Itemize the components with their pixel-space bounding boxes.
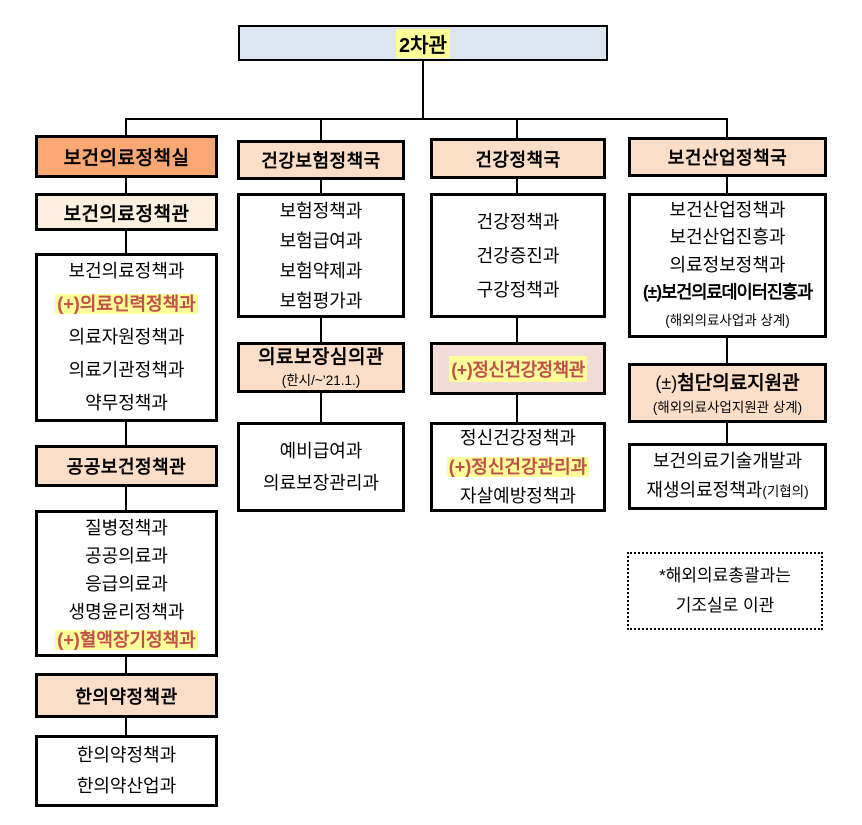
- bureau-label: 한의약정책관: [75, 686, 178, 707]
- dept-list-box: 건강정책과 건강증진과 구강정책과: [430, 193, 606, 318]
- connector: [125, 422, 127, 445]
- connector: [320, 180, 322, 193]
- bureau-box-public-health-policy: 공공보건정책관: [35, 445, 218, 487]
- dept-item: 보건산업정책과: [669, 199, 786, 220]
- dept-item: 보건산업진흥과: [669, 227, 786, 248]
- connector: [516, 318, 518, 342]
- connector-drop-col4: [726, 118, 728, 137]
- dept-item: 건강정책과: [476, 211, 560, 232]
- dept-item-note: (해외의료사업과 상계): [665, 312, 790, 328]
- dept-item: 질병정책과: [85, 517, 168, 538]
- office-label: 보건의료정책실: [63, 148, 190, 169]
- connector: [726, 338, 728, 363]
- connector: [125, 231, 127, 253]
- connector-horizontal-bar: [125, 118, 727, 120]
- dept-list-box: 질병정책과 공공의료과 응급의료과 생명윤리정책과 (+)혈액장기정책과: [35, 510, 218, 657]
- dept-item-new: (+)혈액장기정책과: [55, 629, 198, 650]
- dept-item-new: (+)정신건강관리과: [446, 456, 590, 477]
- dept-list-box: 정신건강정책과 (+)정신건강관리과 자살예방정책과: [430, 422, 606, 512]
- connector: [125, 487, 127, 510]
- bureau-box-health-policy: 건강정책국: [430, 138, 606, 179]
- connector: [320, 393, 322, 422]
- note-line: *해외의료총괄과는: [659, 566, 791, 585]
- dept-item: 약무정책과: [85, 393, 168, 413]
- bureau-box-medical-security-review: 의료보장심의관 (한시/~’21.1.): [237, 342, 405, 393]
- dept-list-box: 예비급여과 의료보장관리과: [237, 422, 405, 512]
- note-box: *해외의료총괄과는 기조실로 이관: [627, 552, 823, 630]
- dept-list-box: 보건산업정책과 보건산업진흥과 의료정보정책과 (±)보건의료데이터진흥과 (해…: [628, 193, 827, 338]
- dept-list-box: 보험정책과 보험급여과 보험약제과 보험평가과: [237, 193, 405, 318]
- bureau-box-health-industry-policy: 보건산업정책국: [628, 137, 827, 177]
- bureau-box-advanced-medical-support: (±)첨단의료지원관 (해외의료사업지원관 상계): [628, 363, 827, 423]
- dept-item: 구강정책과: [476, 279, 560, 300]
- connector: [726, 177, 728, 193]
- bureau-label: 보건의료정책관: [63, 203, 190, 225]
- dept-item: 보험급여과: [279, 230, 363, 251]
- bureau-box-health-medical-policy-bureau: 보건의료정책관: [35, 193, 218, 231]
- bureau-label: 보건산업정책국: [667, 148, 788, 168]
- bureau-label: (+)정신건강정책관: [449, 355, 587, 382]
- connector-drop-col2: [320, 118, 322, 140]
- bureau-box-health-insurance-policy: 건강보험정책국: [237, 140, 405, 180]
- bureau-label: 건강정책국: [475, 149, 561, 170]
- dept-item: 보험평가과: [279, 290, 363, 311]
- bureau-label: 건강보험정책국: [261, 151, 381, 171]
- dept-item: 보험정책과: [279, 200, 363, 221]
- dept-item: 재생의료정책과(기협의): [646, 480, 809, 500]
- dept-item: 보험약제과: [279, 260, 363, 281]
- bureau-sublabel: (한시/~’21.1.): [281, 372, 361, 388]
- root-box-vice-minister: 2차관: [238, 25, 608, 61]
- connector-drop-col3: [516, 118, 518, 138]
- dept-list-box: 보건의료기술개발과 재생의료정책과(기협의): [628, 443, 827, 510]
- dept-item: 의료자원정책과: [68, 327, 185, 347]
- dept-item: 정신건강정책과: [460, 427, 576, 448]
- dept-list-box: 보건의료정책과 (+)의료인력정책과 의료자원정책과 의료기관정책과 약무정책과: [35, 253, 218, 422]
- connector: [125, 655, 127, 673]
- dept-item: 의료보장관리과: [263, 473, 379, 493]
- dept-item: 의료기관정책과: [68, 360, 185, 380]
- dept-item: 보건의료기술개발과: [652, 451, 803, 471]
- connector: [125, 718, 127, 735]
- connector: [726, 423, 728, 443]
- dept-item: 생명윤리정책과: [68, 601, 185, 622]
- bureau-label: 공공보건정책관: [66, 457, 187, 477]
- office-box-health-medical-policy: 보건의료정책실: [35, 135, 218, 178]
- dept-item: 응급의료과: [85, 573, 168, 594]
- root-label: 2차관: [396, 28, 450, 58]
- dept-item-transferred: (±)보건의료데이터진흥과: [642, 282, 813, 303]
- dept-item: 자살예방정책과: [460, 485, 576, 506]
- dept-item: 한의약산업과: [76, 776, 177, 796]
- dept-item: 공공의료과: [85, 545, 168, 566]
- dept-item: 한의약정책과: [76, 745, 177, 765]
- connector: [516, 179, 518, 193]
- connector: [320, 318, 322, 342]
- dept-list-box: 한의약정책과 한의약산업과: [35, 735, 218, 807]
- bureau-label: 의료보장심의관: [258, 346, 384, 368]
- dept-item: 건강증진과: [476, 245, 560, 266]
- bureau-sublabel: (해외의료사업지원관 상계): [652, 399, 803, 415]
- bureau-label: (±)첨단의료지원관: [655, 372, 800, 394]
- dept-item: 예비급여과: [279, 441, 363, 461]
- connector-root-stem: [422, 60, 424, 118]
- dept-item-new: (+)의료인력정책과: [55, 294, 198, 314]
- note-line: 기조실로 이관: [675, 596, 775, 615]
- dept-item: 보건의료정책과: [68, 261, 185, 281]
- connector: [516, 395, 518, 422]
- connector-drop-col1: [125, 118, 127, 135]
- dept-item: 의료정보정책과: [669, 254, 786, 275]
- bureau-box-mental-health-policy-new: (+)정신건강정책관: [430, 342, 606, 395]
- connector: [125, 178, 127, 193]
- bureau-box-korean-medicine-policy: 한의약정책관: [35, 673, 218, 718]
